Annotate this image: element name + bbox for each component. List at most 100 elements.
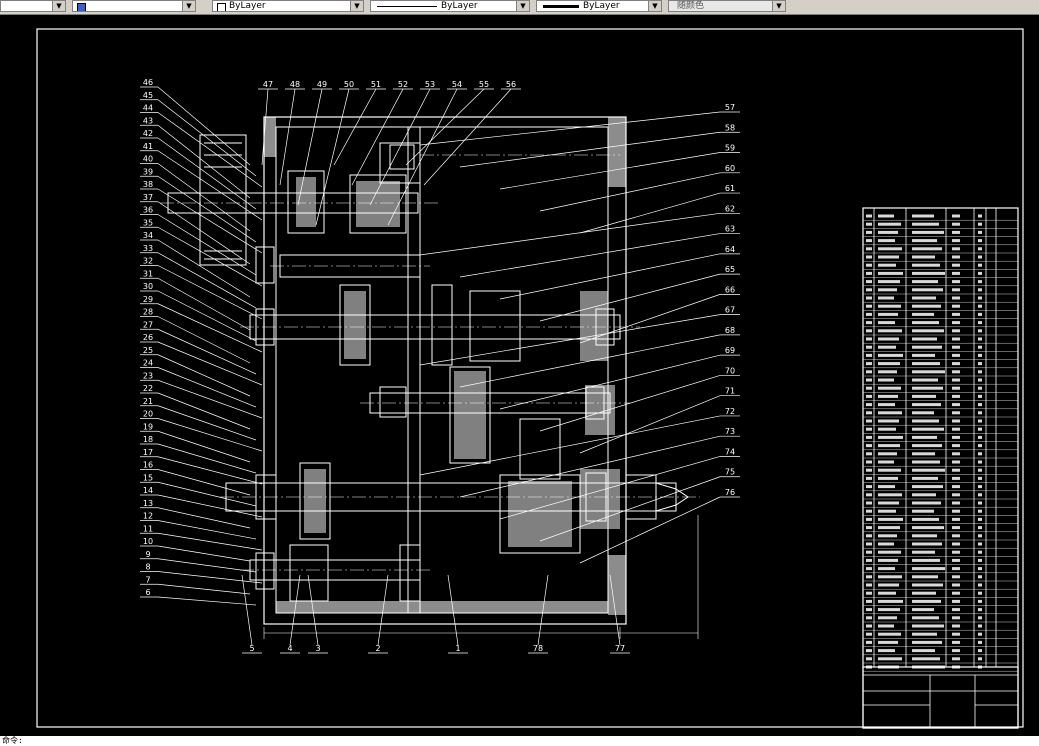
centre-lines	[160, 154, 700, 571]
layer-state-dropdown[interactable]: ▼	[0, 0, 66, 12]
bom-cell-text	[912, 435, 937, 439]
bom-cell-text	[866, 394, 872, 398]
bom-cell-text	[878, 271, 903, 275]
leader-line	[609, 574, 621, 646]
bom-cell-text	[978, 501, 982, 505]
bom-cell-text	[878, 624, 894, 628]
part-label: 19	[143, 422, 153, 431]
part-label: 49	[317, 80, 327, 89]
bom-cell-text	[878, 649, 895, 653]
bom-cell-text	[866, 271, 872, 275]
bom-cell-text	[978, 649, 982, 653]
color-picker-dropdown[interactable]: ▼	[72, 0, 196, 12]
bom-rows	[863, 214, 1018, 672]
leader-line	[279, 88, 296, 186]
bom-cell-text	[912, 616, 939, 620]
leader-line	[157, 124, 251, 199]
bom-cell-text	[866, 304, 872, 308]
part-label: 55	[479, 80, 489, 89]
bom-cell-text	[912, 509, 934, 513]
bom-cell-text	[878, 403, 895, 407]
bom-cell-text	[878, 476, 898, 480]
linetype-control-dropdown[interactable]: ByLayer▼	[370, 0, 530, 12]
bom-cell-text	[952, 263, 960, 267]
bom-cell-text	[866, 550, 872, 554]
bom-cell-text	[978, 517, 982, 521]
bom-cell-text	[978, 591, 982, 595]
bom-cell-text	[866, 501, 872, 505]
leader-line	[157, 392, 251, 430]
bom-cell-text	[866, 608, 872, 612]
bom-cell-text	[912, 567, 945, 571]
bom-cell-text	[978, 222, 982, 226]
drawing-border	[36, 28, 1024, 728]
bom-cell-text	[912, 501, 941, 505]
bom-cell-text	[912, 608, 934, 612]
bom-cell-text	[866, 403, 872, 407]
leader-line	[157, 545, 251, 562]
plotstyle-control-dropdown[interactable]: 随颜色▼	[668, 0, 786, 12]
part-label: 66	[725, 285, 735, 294]
bom-cell-text	[952, 312, 960, 316]
bom-cell-text	[952, 444, 960, 448]
command-line[interactable]: 命令:	[0, 736, 1039, 746]
part-label: 14	[143, 486, 153, 495]
bom-cell-text	[952, 468, 960, 472]
leader-line	[419, 111, 721, 146]
bom-cell-text	[952, 255, 960, 259]
part-label: 10	[143, 537, 153, 546]
bom-cell-text	[978, 403, 982, 407]
bom-cell-text	[952, 304, 960, 308]
part-label: 3	[315, 644, 320, 653]
bom-cell-text	[878, 394, 898, 398]
bom-cell-text	[866, 444, 872, 448]
bom-cell-text	[952, 419, 960, 423]
bom-cell-text	[878, 263, 896, 267]
bom-cell-text	[952, 526, 960, 530]
part-label: 32	[143, 257, 153, 266]
leader-line	[157, 252, 257, 309]
lineweight-preview-icon	[543, 5, 579, 8]
leader-line	[579, 395, 721, 454]
leader-line	[157, 290, 257, 342]
layer-control-dropdown[interactable]: ByLayer▼	[212, 0, 364, 12]
bom-cell-text	[866, 419, 872, 423]
bom-cell-text	[866, 599, 872, 603]
bom-cell-text	[952, 632, 960, 636]
part-label: 12	[143, 512, 153, 521]
bom-cell-text	[978, 493, 982, 497]
bom-cell-text	[952, 558, 960, 562]
part-label: 54	[452, 80, 462, 89]
bom-cell-text	[912, 247, 942, 251]
bom-cell-text	[912, 362, 940, 366]
part-label: 40	[143, 155, 153, 164]
bom-cell-text	[952, 493, 960, 497]
part-label: 7	[145, 575, 150, 584]
part-label: 50	[344, 80, 354, 89]
bom-cell-text	[952, 567, 960, 571]
part-label: 45	[143, 91, 153, 100]
bom-cell-text	[866, 353, 872, 357]
leader-line	[157, 367, 257, 408]
leader-line	[157, 532, 263, 551]
leader-line	[579, 294, 721, 344]
part-label: 72	[725, 407, 735, 416]
leader-line	[537, 574, 549, 646]
leader-line	[307, 574, 319, 646]
bom-cell-text	[912, 468, 945, 472]
lineweight-control-dropdown[interactable]: ByLayer▼	[536, 0, 662, 12]
leader-line	[157, 328, 257, 375]
pulley-outline	[199, 134, 247, 266]
bom-cell-text	[912, 271, 945, 275]
leader-lines	[140, 86, 740, 654]
part-label: 61	[725, 184, 735, 193]
bom-cell-text	[912, 370, 945, 374]
leader-line	[157, 354, 251, 397]
leader-line	[419, 415, 721, 476]
bom-cell-text	[866, 665, 872, 669]
bom-cell-text	[978, 419, 982, 423]
bom-cell-text	[978, 321, 982, 325]
leader-line	[423, 88, 512, 186]
bom-cell-text	[912, 640, 942, 644]
